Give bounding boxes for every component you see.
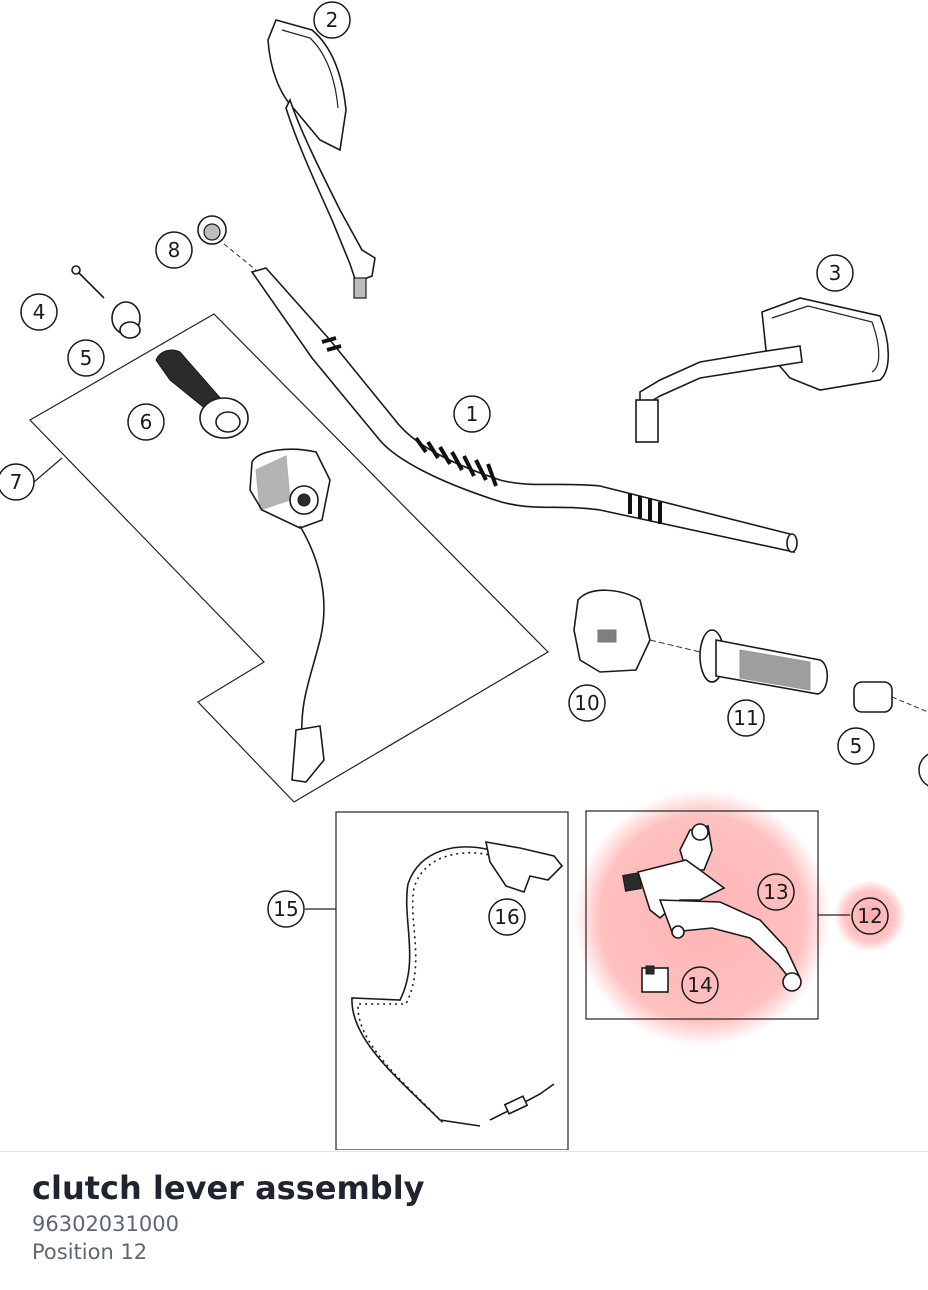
bar-end-weight-left: [111, 301, 141, 339]
left-switch-assembly: [249, 448, 331, 783]
left-mirror: [267, 19, 376, 299]
part-number: 96302031000: [32, 1212, 179, 1236]
clamp-part: [641, 965, 669, 993]
divider: [0, 1151, 928, 1152]
clutch-lever-box: [574, 790, 906, 1046]
svg-text:2: 2: [326, 8, 339, 32]
part-position: Position 12: [32, 1240, 148, 1264]
svg-text:16: 16: [494, 905, 519, 929]
svg-text:11: 11: [733, 706, 758, 730]
bar-end-bolt: [71, 265, 105, 299]
clutch-cable-group: [335, 811, 569, 1150]
svg-text:14: 14: [687, 973, 712, 997]
callout-16[interactable]: 16: [488, 898, 526, 936]
callout-12[interactable]: 12: [851, 897, 889, 935]
callout-partial-edge: [918, 753, 928, 787]
svg-text:6: 6: [140, 410, 153, 434]
callout-10[interactable]: 10: [568, 684, 606, 722]
svg-text:8: 8: [168, 238, 181, 262]
svg-text:10: 10: [574, 691, 599, 715]
svg-text:5: 5: [850, 734, 863, 758]
right-grip: [699, 629, 829, 695]
svg-text:13: 13: [763, 880, 788, 904]
callout-13[interactable]: 13: [757, 873, 795, 911]
svg-text:5: 5: [80, 346, 93, 370]
svg-text:3: 3: [829, 261, 842, 285]
right-switch-assembly: [573, 589, 701, 673]
callout-1[interactable]: 1: [453, 395, 491, 433]
callout-5-right[interactable]: 5: [837, 727, 875, 765]
svg-text:15: 15: [273, 897, 298, 921]
callout-14[interactable]: 14: [681, 966, 719, 1004]
clutch-lever: [622, 823, 802, 992]
right-mirror: [635, 297, 890, 443]
group-7-outline: [29, 313, 549, 803]
svg-text:4: 4: [33, 300, 46, 324]
bar-end-weight-right: [853, 681, 928, 713]
callout-2[interactable]: 2: [313, 1, 351, 39]
callout-3[interactable]: 3: [816, 254, 854, 292]
left-grip: [155, 349, 249, 439]
callout-4[interactable]: 4: [20, 293, 58, 331]
callout-8[interactable]: 8: [155, 231, 193, 269]
part-title: clutch lever assembly: [32, 1169, 425, 1207]
svg-text:12: 12: [857, 904, 882, 928]
callout-5-left[interactable]: 5: [67, 339, 105, 377]
callout-11[interactable]: 11: [727, 699, 765, 737]
svg-text:1: 1: [466, 402, 479, 426]
end-cap: [197, 215, 257, 271]
callout-7[interactable]: 7: [0, 463, 35, 501]
callout-6[interactable]: 6: [127, 403, 165, 441]
part-info-panel: clutch lever assembly 96302031000 Positi…: [32, 1168, 425, 1266]
svg-text:7: 7: [10, 470, 23, 494]
exploded-parts-diagram: 1 2 3 4 5 6 7 8 10 11 5: [0, 1, 928, 1150]
handlebar: [250, 267, 798, 554]
callout-15[interactable]: 15: [267, 890, 305, 928]
